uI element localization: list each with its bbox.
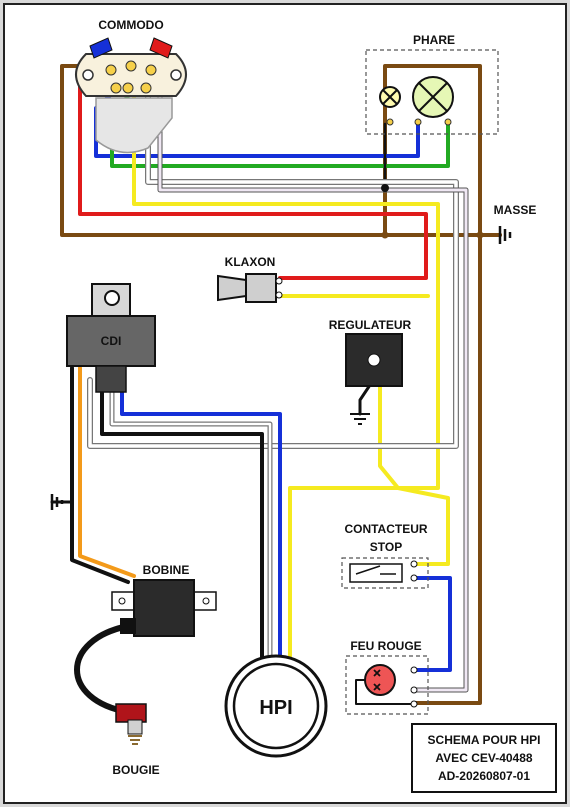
terminal <box>275 277 283 285</box>
wire-orange-bobine <box>78 366 136 578</box>
cdi-connector <box>95 365 127 393</box>
cdi-box <box>66 315 156 367</box>
terminal <box>410 574 418 582</box>
commodo-body <box>95 97 173 154</box>
bougie: BOUGIE <box>112 703 160 777</box>
terminal <box>410 560 418 568</box>
terminal <box>414 118 422 126</box>
wire-black-cdi <box>100 390 264 672</box>
red-clip-icon <box>149 37 173 59</box>
blue-clip-icon <box>89 37 113 59</box>
bobine-label: BOBINE <box>143 563 190 577</box>
lamp-cross <box>373 669 381 691</box>
spark-cap-icon <box>115 703 147 723</box>
contacteur-stop: CONTACTEUR STOP <box>341 522 429 589</box>
masse-label: MASSE <box>494 203 537 217</box>
title-block: SCHEMA POUR HPI AVEC CEV-40488 AD-202608… <box>411 723 557 793</box>
pin <box>122 82 134 94</box>
cdi: CDI <box>66 283 156 393</box>
hpi-label: HPI <box>259 697 292 719</box>
bobine-output <box>120 618 136 634</box>
terminal <box>410 700 418 708</box>
wire-black-bobine <box>70 366 130 584</box>
regulateur-hole <box>367 353 381 367</box>
bobine: BOBINE <box>111 563 217 637</box>
contacteur-label-2: STOP <box>370 540 402 554</box>
bobine-body <box>133 579 195 637</box>
terminal <box>410 686 418 694</box>
masse: MASSE <box>494 203 537 244</box>
title-line-1: SCHEMA POUR HPI <box>428 733 541 747</box>
mount-hole <box>170 69 182 81</box>
wire-white-cdi-core <box>110 390 272 672</box>
pin <box>110 82 122 94</box>
junctions <box>381 184 484 239</box>
hpi-inner-ring <box>232 662 320 750</box>
cdi-label: CDI <box>101 334 122 348</box>
pin <box>105 64 117 76</box>
tail-lamp-icon <box>364 664 396 696</box>
commodo-plate <box>75 53 187 97</box>
horn-body <box>245 273 277 303</box>
horn-icon <box>217 274 247 302</box>
phare-box <box>365 49 499 135</box>
switch-icon <box>355 565 396 575</box>
terminal <box>275 291 283 299</box>
bougie-label: BOUGIE <box>112 763 159 777</box>
wire-violet <box>158 92 468 692</box>
switch-body <box>349 563 403 583</box>
title-line-2: AVEC CEV-40488 <box>435 751 532 765</box>
feu-rouge: FEU ROUGE <box>345 639 429 715</box>
contacteur-box <box>341 557 429 589</box>
klaxon: KLAXON <box>217 255 283 303</box>
title-line-3: AD-20260807-01 <box>438 769 530 783</box>
wire-blue-stop <box>412 576 452 672</box>
regulateur: REGULATEUR <box>329 318 412 425</box>
terminal <box>444 118 452 126</box>
phare: PHARE <box>365 33 499 135</box>
pin <box>140 82 152 94</box>
commodo-label: COMMODO <box>98 18 163 32</box>
commodo: COMMODO <box>75 18 187 154</box>
ground-bobine <box>50 494 64 510</box>
wires <box>50 64 502 715</box>
hpi: HPI <box>224 654 328 758</box>
pin <box>125 60 137 72</box>
regulateur-label: REGULATEUR <box>329 318 412 332</box>
wire-black-regulateur <box>358 380 374 416</box>
phare-label: PHARE <box>413 33 455 47</box>
mount-hole <box>202 597 210 605</box>
junction-dot <box>476 231 484 239</box>
wire-white <box>88 92 458 448</box>
mount-hole <box>118 597 126 605</box>
terminal <box>410 666 418 674</box>
spark-plug-icon <box>128 735 142 745</box>
title-block-box <box>411 723 557 793</box>
pin <box>145 64 157 76</box>
wire-black-feu <box>355 679 415 705</box>
junction-dot <box>381 184 389 192</box>
wire-yellow-contacteur <box>396 486 450 566</box>
lamp-cross <box>418 82 448 112</box>
feu-rouge-label: FEU ROUGE <box>350 639 421 653</box>
junction-dot <box>381 231 389 239</box>
wire-ht-lead <box>74 623 131 715</box>
contacteur-label-1: CONTACTEUR <box>344 522 427 536</box>
terminal <box>386 118 394 126</box>
mount-hole <box>82 69 94 81</box>
spark-plug-body <box>127 719 143 735</box>
wire-yellow <box>132 84 440 672</box>
wire-blue-cdi <box>120 390 282 672</box>
klaxon-label: KLAXON <box>225 255 276 269</box>
lamp-cross <box>382 89 398 105</box>
mount-hole <box>104 290 120 306</box>
